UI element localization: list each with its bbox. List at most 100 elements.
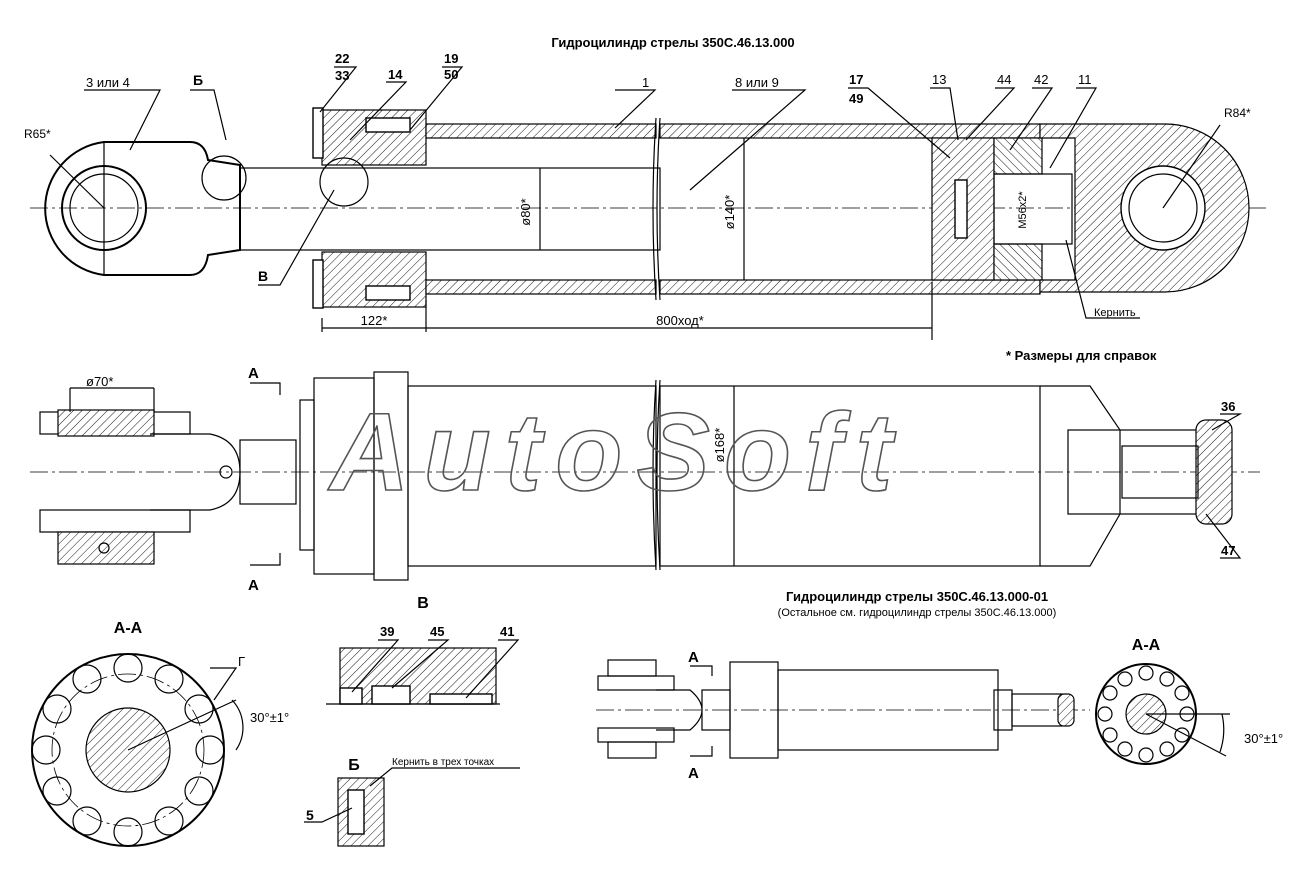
piston-rod xyxy=(239,167,661,251)
barrel-exterior-right xyxy=(659,385,1041,567)
v-fork-boss-bottom xyxy=(607,741,657,759)
rod-exterior xyxy=(239,439,297,505)
main-title: Гидроцилиндр стрелы 350С.46.13.000 xyxy=(551,35,794,50)
exterior-view xyxy=(30,371,1260,581)
variant-title: Гидроцилиндр стрелы 350С.46.13.000-01 xyxy=(786,589,1048,604)
leader-g xyxy=(210,667,238,701)
callout-42: 42 xyxy=(1034,72,1048,87)
seal-45 xyxy=(371,685,411,705)
callout-44: 44 xyxy=(997,72,1011,87)
v-fork-arm-top xyxy=(597,675,675,691)
callout-17: 17 xyxy=(849,72,863,87)
section-arrow-bottom xyxy=(250,553,281,566)
callout-g: Г xyxy=(238,654,245,669)
leader-39 xyxy=(351,639,400,693)
longitudinal-section-view xyxy=(30,66,1270,340)
leader-3or4 xyxy=(84,89,161,151)
callout-kernit3: Кернить в трех точках xyxy=(392,757,494,768)
bolt-head-bottom xyxy=(312,259,324,309)
rod-eye xyxy=(44,141,241,276)
piston-seal xyxy=(954,179,968,239)
v-arrow-top xyxy=(690,665,713,676)
callout-39: 39 xyxy=(380,624,394,639)
piston-nut-top xyxy=(993,137,1043,175)
break-line-mid xyxy=(652,379,661,571)
fork-pin xyxy=(219,465,233,479)
angle-arc xyxy=(231,699,244,751)
leader-kernit3 xyxy=(369,767,520,787)
leader-kernit xyxy=(1065,239,1140,319)
dim-m56: M56x2* xyxy=(1017,191,1029,229)
angle-label-1: 30°±1° xyxy=(250,710,289,725)
callout-33: 33 xyxy=(335,68,349,83)
reference-note: * Размеры для справок xyxy=(1006,348,1157,363)
bottom-eye-bushing xyxy=(1128,173,1198,243)
barrel-exterior-left xyxy=(407,385,657,567)
leader-41 xyxy=(465,639,520,699)
fork-bushing-bottom xyxy=(57,531,155,565)
callout-b: Б xyxy=(193,72,203,88)
break-line-top xyxy=(652,117,661,301)
dim-r65: R65* xyxy=(24,127,51,141)
barrel-wall-bottom-left xyxy=(425,279,657,295)
callout-13: 13 xyxy=(932,72,946,87)
leader-19 xyxy=(409,66,464,131)
bolt-head-top xyxy=(312,107,324,159)
leader-44 xyxy=(965,87,1016,141)
r65-leader xyxy=(49,154,105,209)
callout-49: 49 xyxy=(849,91,863,106)
section-aa-left xyxy=(31,653,244,847)
v-end-cap xyxy=(1057,693,1075,727)
bolt-circle xyxy=(51,673,205,827)
barrel-wall-top-left xyxy=(425,123,657,139)
v-angle-line xyxy=(1145,713,1227,757)
variant-a-bottom: А xyxy=(688,765,699,782)
v-barrel xyxy=(777,669,999,751)
detail-v-circle xyxy=(319,157,369,207)
section-a-bottom: А xyxy=(248,577,259,594)
leader-45 xyxy=(391,639,450,689)
callout-22: 22 xyxy=(335,51,349,66)
thread-section xyxy=(1121,445,1199,499)
callout-45: 45 xyxy=(430,624,444,639)
variant-a-top: А xyxy=(688,649,699,666)
callout-14: 14 xyxy=(388,67,403,82)
section-aa-right-label: А-А xyxy=(1132,637,1161,654)
v-fork-boss-top xyxy=(607,659,657,677)
dim-122: 122* xyxy=(361,313,388,328)
callout-kernit: Кернить xyxy=(1094,307,1136,319)
callout-36: 36 xyxy=(1221,399,1235,414)
v-angle-arc xyxy=(1219,713,1225,753)
callout-3or4: 3 или 4 xyxy=(86,75,130,90)
end-cap-section xyxy=(1195,419,1233,525)
leader-47 xyxy=(1205,513,1242,559)
seal-41 xyxy=(429,693,493,705)
callout-50: 50 xyxy=(444,67,458,82)
leader-14 xyxy=(349,81,408,141)
dim-d70: ø70* xyxy=(86,374,113,389)
leader-8or9 xyxy=(689,89,807,191)
dim-d80: ø80* xyxy=(518,198,533,225)
detail-v xyxy=(326,639,520,705)
leader-13 xyxy=(930,87,959,141)
bolt-ring xyxy=(31,653,225,847)
piston-nut-bottom xyxy=(993,243,1043,281)
dim-d140: ø140* xyxy=(722,195,737,230)
callout-1: 1 xyxy=(642,75,649,90)
set-screw-5 xyxy=(347,789,365,835)
bolt-heads xyxy=(299,399,315,551)
detail-b xyxy=(304,767,520,847)
fork-arm-bottom xyxy=(39,509,191,533)
leader-5 xyxy=(304,807,353,823)
detail-b-circle xyxy=(201,155,247,201)
callout-8or9: 8 или 9 xyxy=(735,75,779,90)
callout-41: 41 xyxy=(500,624,514,639)
dim-d168: ø168* xyxy=(712,428,727,463)
section-a-top: А xyxy=(248,365,259,382)
bolt-shank-top xyxy=(365,117,411,133)
view-b-label: Б xyxy=(348,757,360,774)
leader-22 xyxy=(319,66,358,113)
leader-11 xyxy=(1049,87,1098,169)
v-arrow-bottom xyxy=(690,746,713,757)
